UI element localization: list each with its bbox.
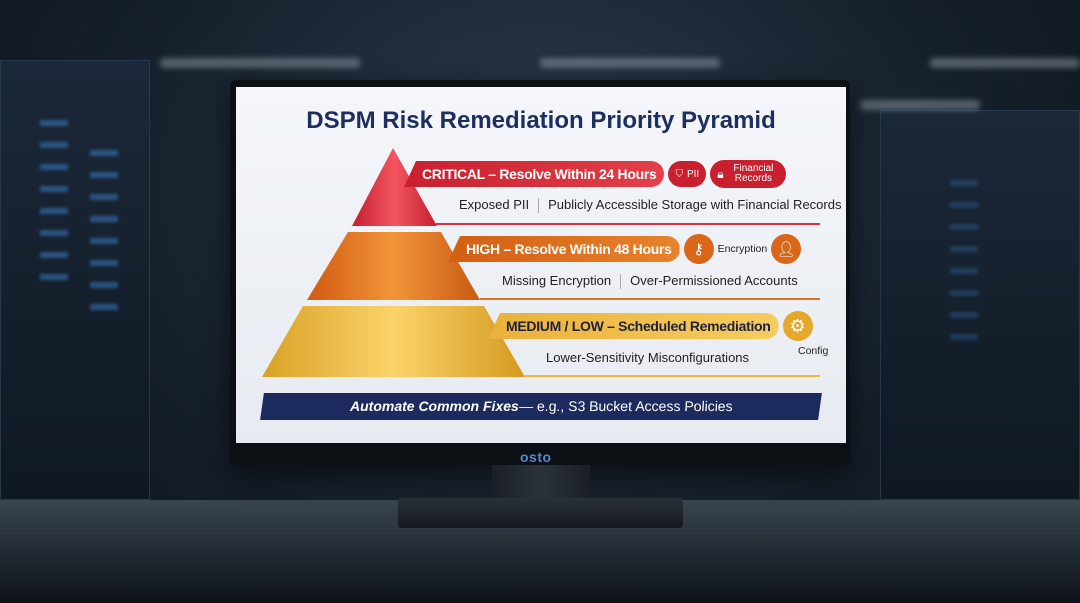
key-icon: ⚷ xyxy=(683,234,714,264)
pyramid-tier-critical xyxy=(352,148,437,226)
monitor-stand xyxy=(492,465,590,501)
critical-divider xyxy=(436,223,820,225)
config-label: Config xyxy=(798,345,829,357)
pyramid-tier-medium xyxy=(262,306,525,377)
medium-divider xyxy=(525,375,820,377)
high-row: HIGH – Resolve Within 48 Hours ⚷ Encrypt… xyxy=(448,234,802,264)
page-title: DSPM Risk Remediation Priority Pyramid xyxy=(306,107,776,134)
high-divider xyxy=(480,298,820,300)
critical-band: CRITICAL – Resolve Within 24 Hours xyxy=(404,161,665,187)
pii-badge: ⛉PII xyxy=(668,161,707,187)
pyramid-tier-high xyxy=(307,232,480,300)
lock-icon: 🔒︎ xyxy=(717,167,724,181)
medium-low-items: Lower-Sensitivity Misconfigurations xyxy=(546,350,750,365)
user-shield-icon: 👤︎ xyxy=(771,234,802,264)
critical-row: CRITICAL – Resolve Within 24 Hours ⛉PII … xyxy=(404,159,787,189)
medium-low-band: MEDIUM / LOW – Scheduled Remediation xyxy=(488,313,779,339)
high-band: HIGH – Resolve Within 48 Hours xyxy=(448,236,680,262)
pyramid xyxy=(262,148,525,377)
monitor-base xyxy=(398,498,683,528)
shield-icon: ⛉ xyxy=(675,168,683,180)
automation-banner: Automate Common Fixes — e.g., S3 Bucket … xyxy=(260,393,822,420)
monitor-logo: osto xyxy=(520,449,552,465)
monitor-screen: DSPM Risk Remediation Priority Pyramid C… xyxy=(236,87,846,443)
encryption-label: Encryption xyxy=(717,243,768,255)
medium-low-row: MEDIUM / LOW – Scheduled Remediation ⚙ xyxy=(488,311,813,341)
gear-icon: ⚙ xyxy=(782,311,813,341)
financial-records-badge: 🔒︎Financial Records xyxy=(710,160,787,188)
